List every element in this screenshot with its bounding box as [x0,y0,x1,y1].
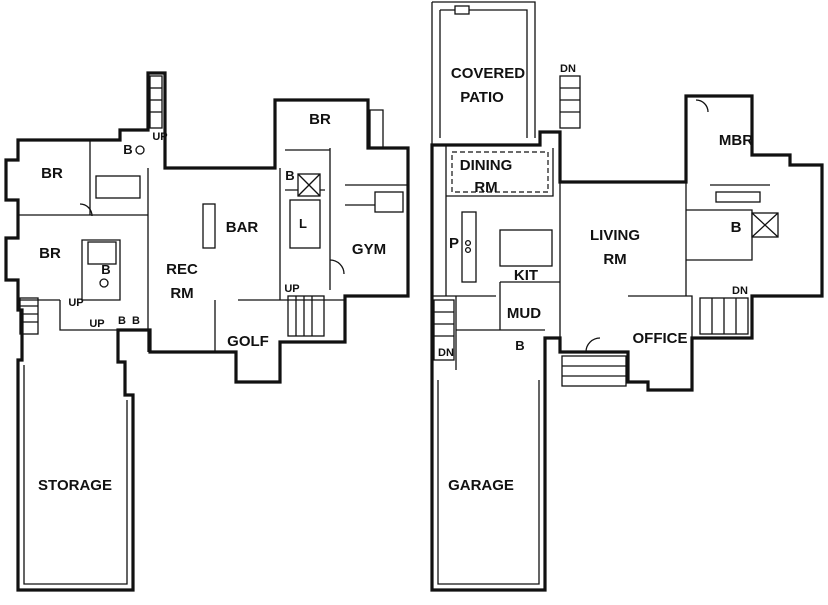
bar-counter [202,203,216,249]
stair-left [19,297,39,335]
room-label-laundry: L [299,216,307,231]
room-label-covered-patio-line1: COVERED [451,65,525,82]
room-label-bath-mud: B [515,338,524,353]
stair-label-up-left: UP [68,297,83,309]
toilet-left [99,278,109,288]
room-label-rec-rm-line1: REC [166,261,198,278]
kitchen-island [499,229,553,267]
lower-level-outer-wall [4,71,410,592]
tub-left-top [95,175,141,199]
room-label-covered-patio-line2: PATIO [460,89,504,106]
room-label-bath-left-bottom: B [101,262,110,277]
shower-left-bottom [87,241,117,265]
stair-center [287,295,325,337]
stair-label-up-center: UP [284,283,299,295]
room-label-garage: GARAGE [448,477,514,494]
storage-inner-wall [23,365,128,585]
master-vanity [715,191,761,203]
kitchen-counter [461,211,477,283]
room-label-bar: BAR [226,219,259,236]
covered-patio-outline [431,1,536,145]
room-label-bath-left-top: B [123,142,132,157]
room-label-bath-center: B [285,168,294,183]
sink-left [135,145,145,155]
room-label-br-left-top: BR [41,165,63,182]
door-swing-entry [585,337,601,353]
room-label-living-rm-line2: RM [603,251,626,268]
door-swing-left [79,203,93,217]
entry-steps [561,355,627,387]
shower-center-x2 [297,173,321,197]
room-label-dining-rm-line2: RM [474,179,497,196]
dining-table [451,151,549,193]
room-label-storage: STORAGE [38,477,112,494]
room-label-bath-stair: B [118,315,126,327]
room-label-br-center-top: BR [309,111,331,128]
garage-inner-wall [437,380,540,585]
lower-level-labels: BR BR BR B B B B B REC RM BAR L GYM GOLF… [38,111,386,494]
room-label-gym: GYM [352,241,386,258]
room-label-mud: MUD [507,305,541,322]
main-level-labels: COVERED PATIO DINING RM P KIT LIVING RM … [438,63,753,494]
master-shower-x2 [751,212,779,238]
door-swing-gym [329,259,345,275]
room-label-bath-master: B [731,219,742,236]
stair-label-up-left-lower: UP [89,318,104,330]
room-label-office: OFFICE [633,330,688,347]
gym-closet [374,191,404,213]
room-label-kit: KIT [514,267,538,284]
laundry-closet [289,199,321,249]
main-level-plan [430,1,824,592]
stair-label-dn-right: DN [732,285,748,297]
stair-label-dn-patio: DN [560,63,576,75]
cooktop-1 [464,239,472,247]
stair-patio [559,75,581,129]
stair-label-dn-garage: DN [438,347,454,359]
room-label-rec-rm-line2: RM [170,285,193,302]
stair-garage [433,299,455,361]
patio-grill [454,5,470,15]
cooktop-2 [464,246,472,254]
room-label-golf: GOLF [227,333,269,350]
room-label-dining-rm-line1: DINING [460,157,513,174]
lower-level-plan [4,71,410,592]
room-label-mbr: MBR [719,132,753,149]
room-label-living-rm-line1: LIVING [590,227,640,244]
room-label-bath-stair-b: B [132,315,140,327]
stair-label-up-top: UP [152,131,167,143]
stair-top [149,75,163,129]
door-swing-mbr [695,99,709,113]
stair-right [699,297,749,335]
room-label-pantry: P [449,235,459,252]
room-label-br-left-bottom: BR [39,245,61,262]
